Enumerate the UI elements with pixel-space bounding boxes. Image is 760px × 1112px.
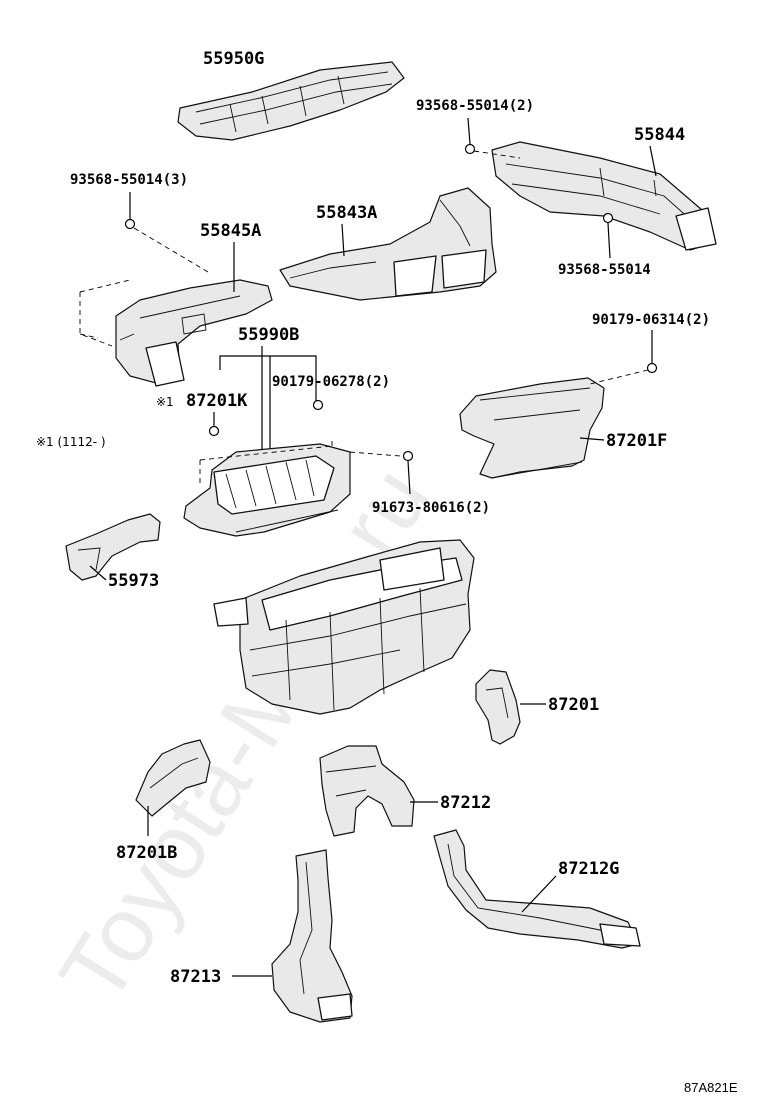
label-93568-55014: 93568-55014 (558, 262, 651, 278)
part-55845A (115, 279, 273, 387)
clip-93568-a (464, 143, 476, 155)
label-91673-80616: 91673-80616(2) (372, 500, 490, 516)
part-55844 (491, 141, 717, 251)
label-87212G: 87212G (558, 859, 619, 879)
part-87201B (135, 739, 211, 817)
label-55844: 55844 (634, 125, 685, 145)
diagram-code: 87A821E (684, 1080, 738, 1095)
clip-90179-06314 (646, 362, 658, 374)
label-55845A: 55845A (200, 221, 261, 241)
label-87201B: 87201B (116, 843, 177, 863)
part-87201 (475, 669, 521, 745)
part-87212G (433, 829, 641, 949)
label-87201: 87201 (548, 695, 599, 715)
label-87213: 87213 (170, 967, 221, 987)
label-87201K-mark: ※1 (156, 395, 174, 409)
label-93568-55014-3: 93568-55014(3) (70, 172, 188, 188)
part-87212 (319, 745, 415, 837)
label-55973: 55973 (108, 571, 159, 591)
part-87201F (459, 377, 605, 479)
label-90179-06314: 90179-06314(2) (592, 312, 710, 328)
hvac-unit (213, 539, 475, 715)
clip-91673 (402, 450, 414, 462)
label-55950G: 55950G (203, 49, 264, 69)
clip-93568-single (602, 212, 614, 224)
part-55950G (177, 61, 405, 141)
label-87201K: 87201K (186, 391, 248, 411)
label-55990B: 55990B (238, 325, 299, 345)
label-93568-55014-2: 93568-55014(2) (416, 98, 534, 114)
label-87212: 87212 (440, 793, 491, 813)
label-55843A: 55843A (316, 203, 377, 223)
part-55990B (183, 443, 351, 537)
note-1112: ※1 (1112- ) (36, 435, 106, 449)
clip-90179-06278 (312, 399, 324, 411)
part-55843A (279, 187, 497, 301)
label-90179-06278: 90179-06278(2) (272, 374, 390, 390)
part-87213 (271, 849, 353, 1023)
label-87201F: 87201F (606, 431, 667, 451)
clip-87201K (208, 425, 220, 437)
clip-93568-3 (124, 218, 136, 230)
part-55973 (65, 513, 161, 581)
